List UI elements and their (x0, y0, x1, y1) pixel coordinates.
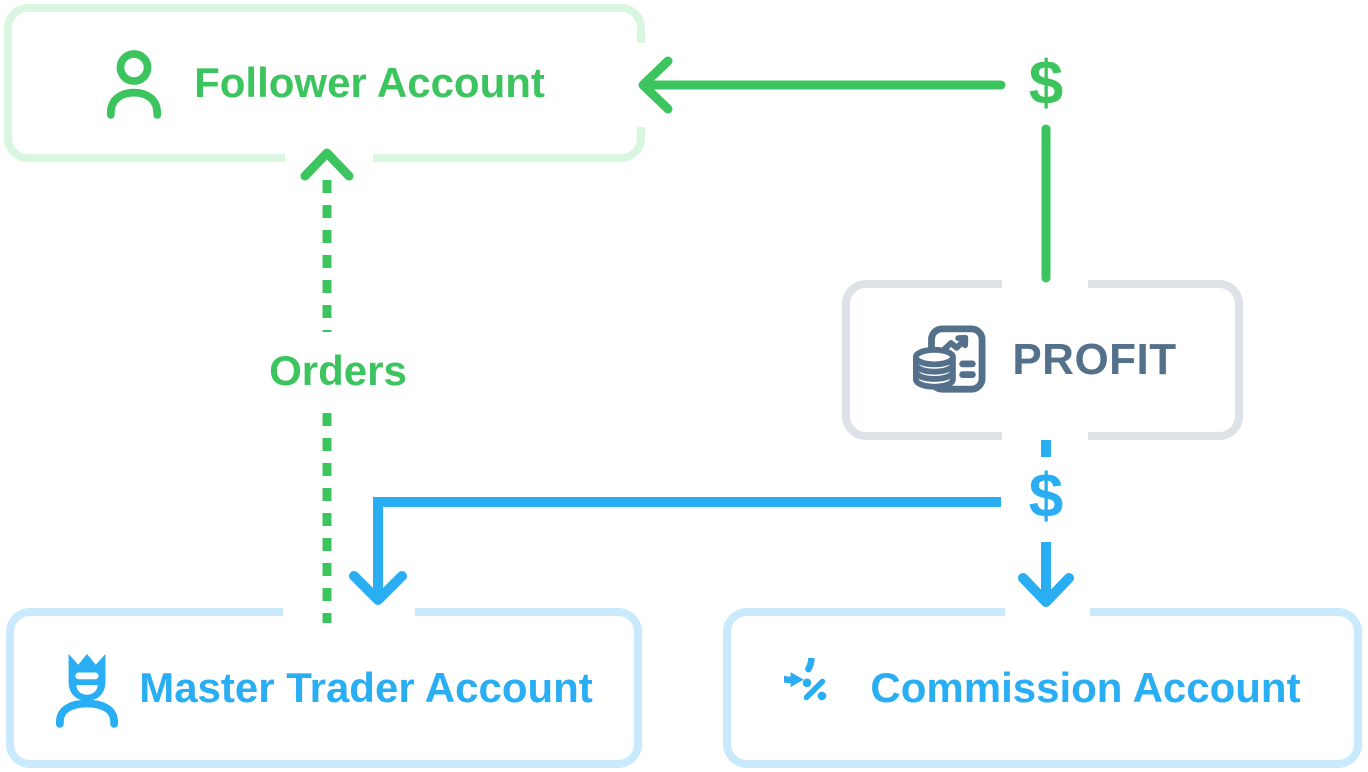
node-master-trader-account: Master Trader Account (6, 608, 642, 768)
dollar-green-label: $ (1028, 49, 1064, 118)
commission-account-label: Commission Account (870, 664, 1301, 711)
follower-account-label: Follower Account (194, 59, 545, 106)
border-gap (1005, 602, 1090, 620)
border-gap (1002, 428, 1088, 444)
dollar-blue-label: $ (1028, 462, 1064, 531)
refresh-percent-icon (784, 658, 844, 718)
profit-label: PROFIT (1012, 335, 1177, 384)
node-commission-account: Commission Account (723, 608, 1362, 768)
master-trader-account-label: Master Trader Account (139, 664, 593, 711)
border-gap (285, 148, 373, 166)
dollar-to-master-line (373, 497, 1001, 595)
orders-edge-label: Orders (269, 347, 407, 394)
border-gap (631, 43, 649, 127)
border-gap (1002, 276, 1088, 292)
crown-trader-icon (55, 648, 119, 728)
user-icon (104, 47, 164, 119)
border-gap (283, 602, 415, 620)
node-follower-account: Follower Account (4, 4, 645, 162)
commission-arrowhead-down (1018, 573, 1074, 607)
node-profit: PROFIT (842, 280, 1243, 440)
report-coins-icon (908, 324, 990, 396)
master-arrowhead-down (349, 571, 407, 605)
